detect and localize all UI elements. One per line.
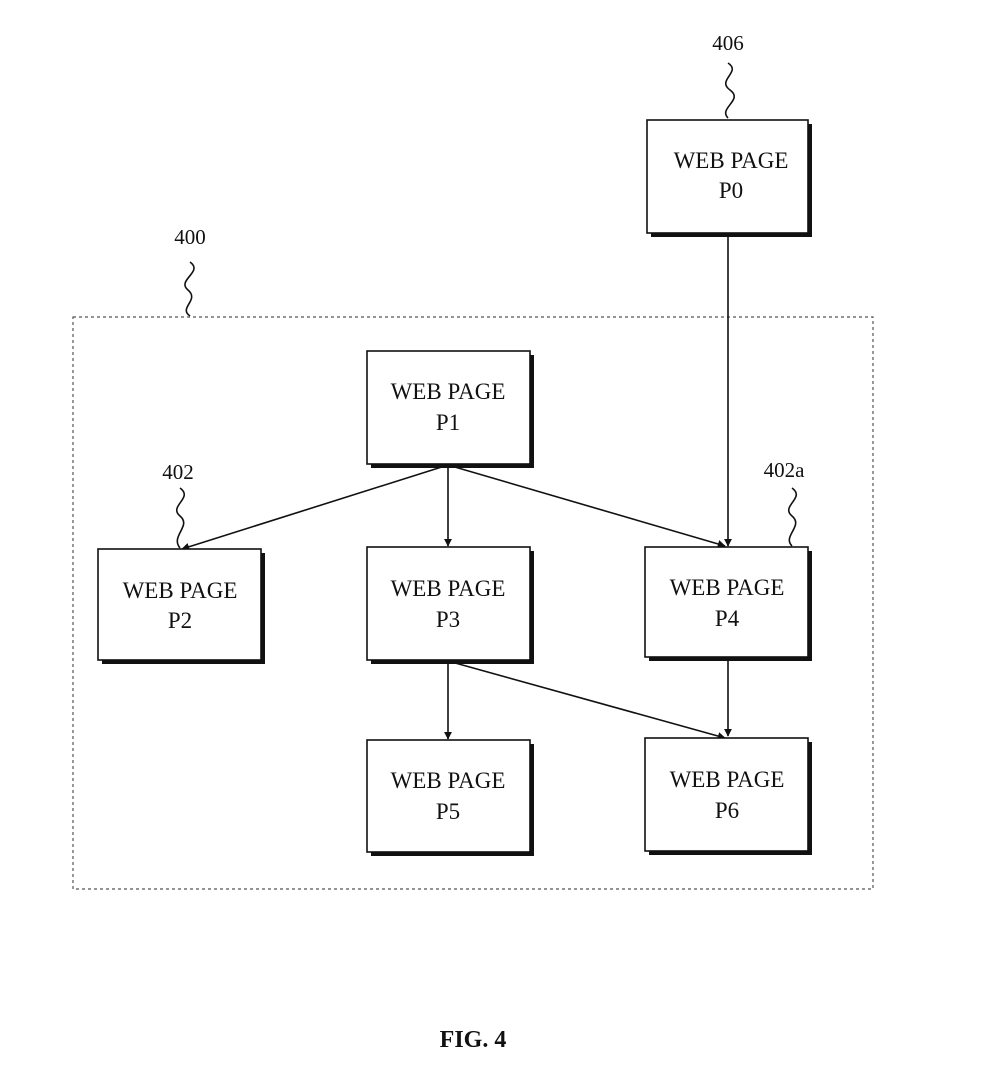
node-p4: WEB PAGE P4 [644,546,812,661]
node-p0-id: P0 [719,178,743,203]
node-p3-id: P3 [436,607,460,632]
ref-label-400: 400 [174,225,206,249]
node-p3-box [366,546,531,661]
node-p2-title: WEB PAGE [123,578,238,603]
node-p5-box [366,739,531,853]
node-p3: WEB PAGE P3 [366,546,534,664]
node-p5: WEB PAGE P5 [366,739,534,856]
node-p3-title: WEB PAGE [391,576,506,601]
node-p5-title: WEB PAGE [391,768,506,793]
node-p1: WEB PAGE P1 [366,350,534,468]
ref-label-402a: 402a [764,458,806,482]
node-p0: WEB PAGE P0 [646,119,812,237]
ref-leader-402 [176,487,186,549]
ref-label-402: 402 [162,460,194,484]
figure-caption: FIG. 4 [440,1027,507,1053]
node-p4-title: WEB PAGE [670,575,785,600]
node-p6: WEB PAGE P6 [644,737,812,855]
link-p3-to-p6 [447,660,726,740]
node-p1-id: P1 [436,410,460,435]
node-p6-box [644,737,809,852]
ref-label-406: 406 [712,31,744,55]
node-p6-id: P6 [715,798,739,823]
node-p4-id: P4 [715,606,740,631]
link-p1-to-p2 [181,464,449,551]
ref-leader-406 [724,62,735,119]
node-p2-id: P2 [168,608,192,633]
node-p0-box [646,119,809,234]
node-p2-box [97,548,262,661]
node-p0-title: WEB PAGE [674,148,789,173]
ref-leader-400 [184,261,195,317]
link-p1-to-p4 [447,464,726,548]
node-p2: WEB PAGE P2 [97,548,265,664]
node-p1-box [366,350,531,465]
node-p6-title: WEB PAGE [670,767,785,792]
node-p1-title: WEB PAGE [391,379,506,404]
group-boundary [72,316,874,890]
ref-leader-402a [788,487,798,547]
node-p4-box [644,546,809,658]
node-p5-id: P5 [436,799,460,824]
